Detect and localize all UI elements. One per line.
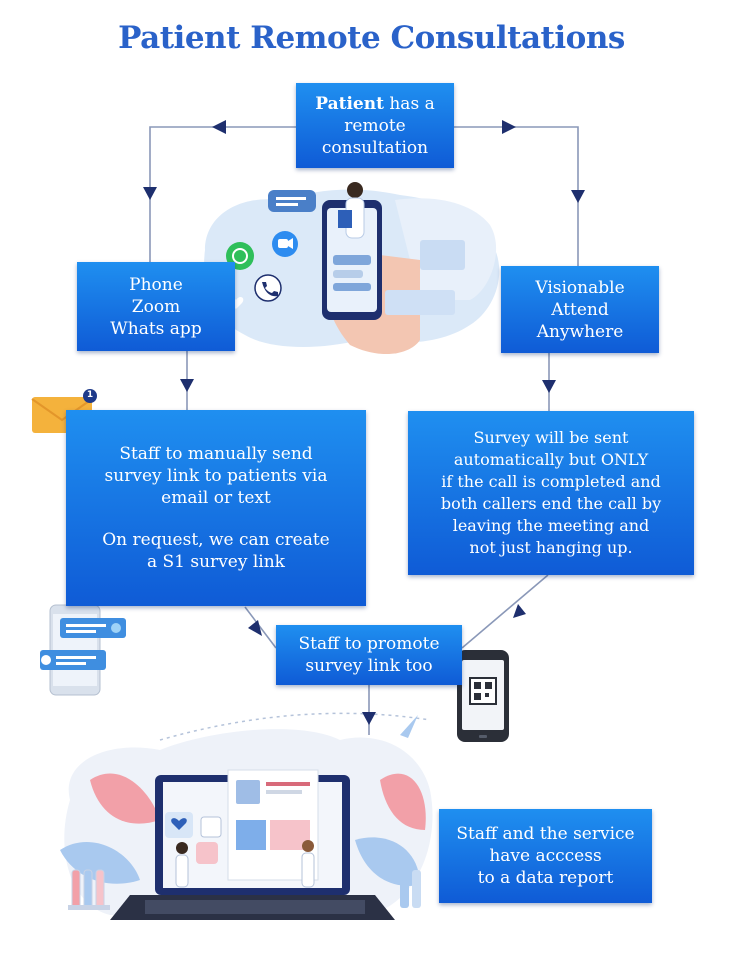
left-box-line: Zoom: [131, 296, 181, 317]
chat-phone-illustration: [40, 604, 126, 696]
automatic-survey-line: automatically but ONLY: [453, 450, 649, 469]
automatic-survey-line: if the call is completed and: [441, 472, 661, 491]
top-box-rest-text: has a: [383, 93, 435, 114]
manual-survey-line: Staff to manually send: [119, 444, 313, 464]
box-promote-survey: Staff to promote survey link too: [276, 625, 462, 685]
top-box-line-1: Patient has a: [315, 93, 434, 115]
box-phone-zoom-whatsapp: Phone Zoom Whats app: [77, 262, 235, 351]
zoom-icon: [272, 231, 298, 257]
box-data-report: Staff and the service have acccess to a …: [439, 809, 652, 903]
automatic-survey-line: both callers end the call by: [440, 494, 662, 513]
right-box-line: Attend: [551, 299, 609, 320]
paper-plane-icon: [400, 715, 418, 738]
right-box-line: Anywhere: [536, 321, 624, 342]
automatic-survey-line: leaving the meeting and: [452, 516, 650, 535]
promote-line: survey link too: [305, 656, 433, 676]
video-call-illustration: [204, 182, 500, 355]
email-badge-count: 1: [86, 390, 94, 400]
qr-phone-icon: [457, 650, 509, 742]
automatic-survey-line: Survey will be sent: [473, 428, 629, 447]
automatic-survey-line: not just hanging up.: [469, 538, 633, 557]
left-box-line: Whats app: [110, 318, 202, 339]
manual-survey-line: On request, we can create: [102, 530, 330, 550]
top-box-line-3: consultation: [321, 137, 429, 158]
manual-survey-line: a S1 survey link: [146, 552, 285, 572]
manual-survey-line: email or text: [161, 488, 271, 508]
box-automatic-survey: Survey will be sent automatically but ON…: [408, 411, 694, 575]
page-title: Patient Remote Consultations: [118, 20, 625, 56]
report-line: Staff and the service: [456, 824, 635, 844]
connector-arrows: [143, 120, 585, 725]
promote-line: Staff to promote: [298, 634, 440, 654]
report-line: have acccess: [489, 846, 602, 866]
report-line: to a data report: [477, 868, 614, 888]
manual-survey-line: survey link to patients via: [104, 466, 328, 486]
box-visionable: Visionable Attend Anywhere: [501, 266, 659, 353]
connector-lines: [149, 126, 579, 735]
box-manual-survey: Staff to manually send survey link to pa…: [66, 410, 366, 606]
box-patient-consultation: Patient has a remote consultation: [296, 83, 454, 168]
left-box-line: Phone: [129, 274, 183, 295]
top-box-line-2: remote: [344, 115, 406, 136]
top-box-bold-text: Patient: [315, 93, 384, 114]
right-box-line: Visionable: [535, 277, 625, 298]
laptop-illustration: [60, 712, 433, 920]
doctor-figure: [338, 182, 365, 239]
phone-call-icon: [254, 274, 282, 302]
